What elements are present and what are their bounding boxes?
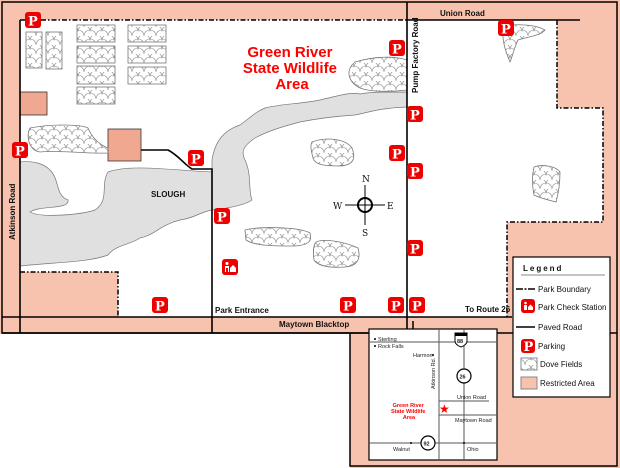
restricted-block-2	[107, 128, 142, 162]
svg-text:W: W	[333, 202, 343, 212]
svg-text:Sterling: Sterling	[378, 337, 397, 343]
compass-rose: N S E W	[333, 175, 394, 239]
legend-parking-icon: P	[521, 339, 535, 355]
svg-text:Park Check Station: Park Check Station	[538, 303, 606, 312]
svg-text:Harmon: Harmon	[413, 353, 433, 359]
svg-text:Dove Fields: Dove Fields	[540, 360, 582, 369]
legend-check-station-icon	[521, 299, 535, 313]
map-title: Green River State Wildlife Area	[243, 44, 341, 93]
svg-text:P: P	[343, 300, 353, 315]
park-boundary	[20, 19, 604, 317]
maytown-blacktop-label: Maytown Blacktop	[279, 320, 349, 329]
svg-text:S: S	[362, 229, 368, 239]
slough-label: SLOUGH	[151, 190, 185, 199]
svg-text:Walnut: Walnut	[393, 447, 410, 453]
parking-icon[interactable]: P	[407, 106, 423, 124]
atkinson-road-label: Atkinson Road	[8, 183, 17, 240]
inset-locator-map: Sterling Rock Falls Harmon Walnut Ohio A…	[368, 321, 498, 461]
svg-text:P: P	[410, 166, 420, 181]
svg-text:88: 88	[457, 339, 463, 345]
svg-text:26: 26	[460, 375, 466, 381]
svg-text:P: P	[410, 109, 420, 124]
outer-frame-lower	[349, 333, 618, 467]
route-26-shield: 26	[456, 368, 472, 384]
star-location-icon: ★	[439, 402, 450, 416]
restricted-area-sw	[20, 272, 118, 317]
svg-text:Maytown Road: Maytown Road	[455, 418, 492, 424]
pump-factory-road-label: Pump Factory Road	[411, 17, 420, 93]
union-road-label: Union Road	[440, 9, 485, 18]
svg-text:P: P	[524, 340, 534, 355]
slough-channel	[211, 91, 408, 211]
svg-text:P: P	[217, 211, 227, 226]
parking-icon[interactable]: P	[388, 297, 404, 315]
svg-text:Union Road: Union Road	[457, 395, 486, 401]
legend-restricted-swatch	[520, 376, 538, 390]
park-check-station-icon[interactable]	[222, 259, 238, 275]
svg-text:P: P	[392, 43, 402, 58]
legend-dove-field-swatch	[520, 357, 538, 371]
parking-icon[interactable]: P	[152, 297, 168, 315]
svg-text:P: P	[410, 243, 420, 258]
paved-roads	[2, 2, 580, 334]
parking-icon[interactable]: P	[340, 297, 356, 315]
svg-text:Green River State Wildli: Green River State Wildlife Area	[391, 403, 427, 421]
svg-text:P: P	[15, 145, 25, 160]
route-92-shield: 92	[420, 435, 436, 451]
svg-text:E: E	[387, 202, 394, 212]
parking-icon[interactable]: P	[409, 297, 425, 315]
svg-text:P: P	[412, 300, 422, 315]
legend: Legend Park Boundary Park Check Station …	[512, 256, 611, 398]
svg-text:Restricted Area: Restricted Area	[540, 379, 595, 388]
svg-text:Park Boundary: Park Boundary	[538, 285, 591, 294]
svg-text:Legend: Legend	[523, 264, 563, 273]
svg-text:N: N	[362, 175, 370, 185]
parking-icon[interactable]: P	[407, 163, 423, 181]
svg-text:P: P	[391, 300, 401, 315]
svg-text:P: P	[501, 23, 511, 38]
svg-text:P: P	[191, 153, 201, 168]
svg-text:Atkinson Rd.: Atkinson Rd.	[431, 357, 437, 389]
park-entrance-label: Park Entrance	[215, 306, 269, 315]
parking-icon[interactable]: P	[188, 150, 204, 168]
park-east	[407, 20, 603, 317]
interstate-88-shield: 88	[454, 332, 468, 348]
parking-icon[interactable]: P	[389, 145, 405, 163]
to-route-26-label: To Route 26	[465, 305, 511, 314]
parking-icon[interactable]: P	[498, 20, 514, 38]
parking-icon[interactable]: P	[214, 208, 230, 226]
svg-text:92: 92	[424, 442, 430, 448]
svg-text:P: P	[155, 300, 165, 315]
svg-text:Parking: Parking	[538, 342, 565, 351]
svg-text:Ohio: Ohio	[467, 447, 479, 453]
parking-icon[interactable]: P	[25, 12, 41, 30]
restricted-block-1	[19, 91, 48, 116]
dove-fields	[25, 24, 561, 268]
park-entrance-road	[141, 149, 213, 333]
parking-icon[interactable]: P	[407, 240, 423, 258]
parking-icon[interactable]: P	[389, 40, 405, 58]
svg-text:P: P	[392, 148, 402, 163]
svg-text:Rock Falls: Rock Falls	[378, 344, 404, 350]
parking-icon[interactable]: P	[12, 142, 28, 160]
svg-text:Paved Road: Paved Road	[538, 323, 582, 332]
slough	[19, 161, 213, 267]
svg-text:P: P	[28, 15, 38, 30]
